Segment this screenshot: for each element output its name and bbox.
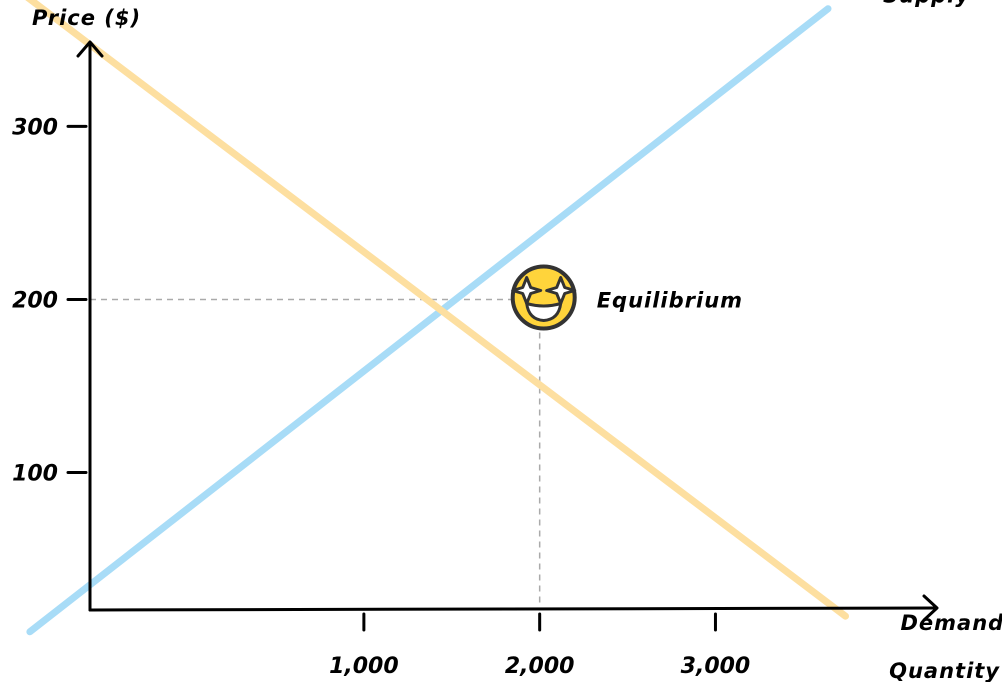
y-axis-arrow-icon [76, 40, 104, 58]
equilibrium-label: Equilibrium [597, 289, 743, 313]
axes [76, 40, 939, 622]
y-tick-label: 200 [12, 288, 58, 313]
x-tick-label: 2,000 [505, 654, 575, 679]
series-line-demand [25, 0, 849, 620]
series-label-supply: Supply [883, 0, 970, 8]
y-tick-label: 300 [12, 115, 58, 140]
series-labels: SupplyDemand [883, 0, 1002, 635]
y-axis-title: Price ($) [32, 6, 141, 30]
axis-ticks: 1,000 2,000 3,000 100 200 300 [12, 115, 750, 679]
x-axis-arrow-icon [922, 594, 939, 622]
equilibrium-annotation: Equilibrium [510, 264, 743, 331]
series-lines [25, 0, 849, 636]
y-tick-label: 100 [12, 462, 58, 487]
x-axis-title: Quantity [889, 659, 1000, 682]
star-struck-emoji-icon [510, 264, 577, 331]
equilibrium-guides [90, 298, 541, 610]
x-axis-line [88, 606, 938, 612]
x-tick-label: 3,000 [681, 654, 751, 679]
series-label-demand: Demand [901, 611, 1002, 635]
x-tick-label: 1,000 [329, 654, 399, 679]
series-line-supply [26, 5, 832, 636]
